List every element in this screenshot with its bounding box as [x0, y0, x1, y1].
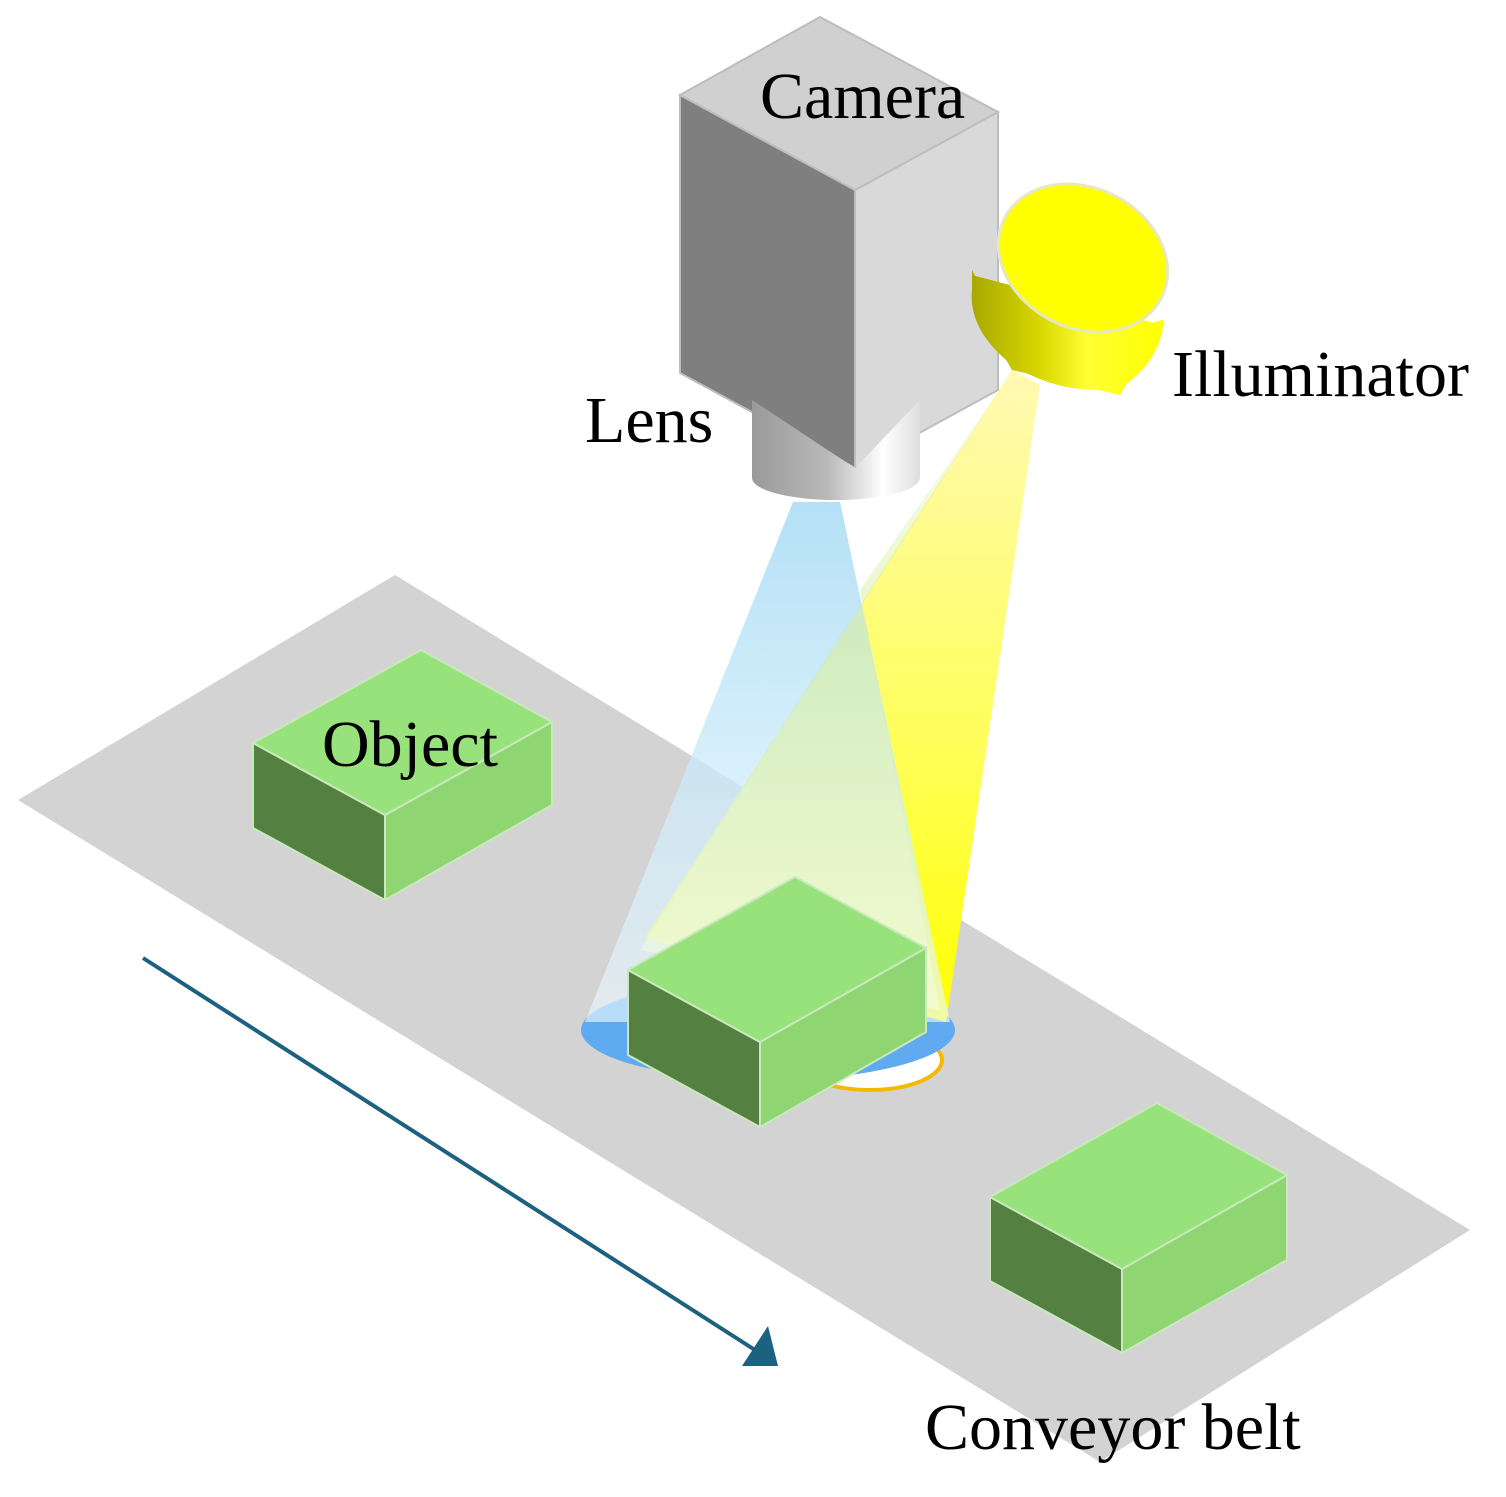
object-box-left — [250, 648, 555, 902]
illuminator — [971, 182, 1170, 395]
lens — [752, 400, 920, 500]
object-box-right — [987, 1101, 1290, 1355]
camera-label: Camera — [760, 60, 965, 133]
camera-body — [677, 15, 1001, 470]
beam-overlap — [640, 375, 1010, 1010]
object-label: Object — [322, 708, 498, 781]
conveyor-belt-label: Conveyor belt — [925, 1391, 1301, 1464]
object-box-center — [625, 875, 929, 1129]
illuminator-label: Illuminator — [1172, 338, 1469, 411]
motion-arrow — [141, 956, 778, 1366]
lens-label: Lens — [585, 384, 713, 457]
